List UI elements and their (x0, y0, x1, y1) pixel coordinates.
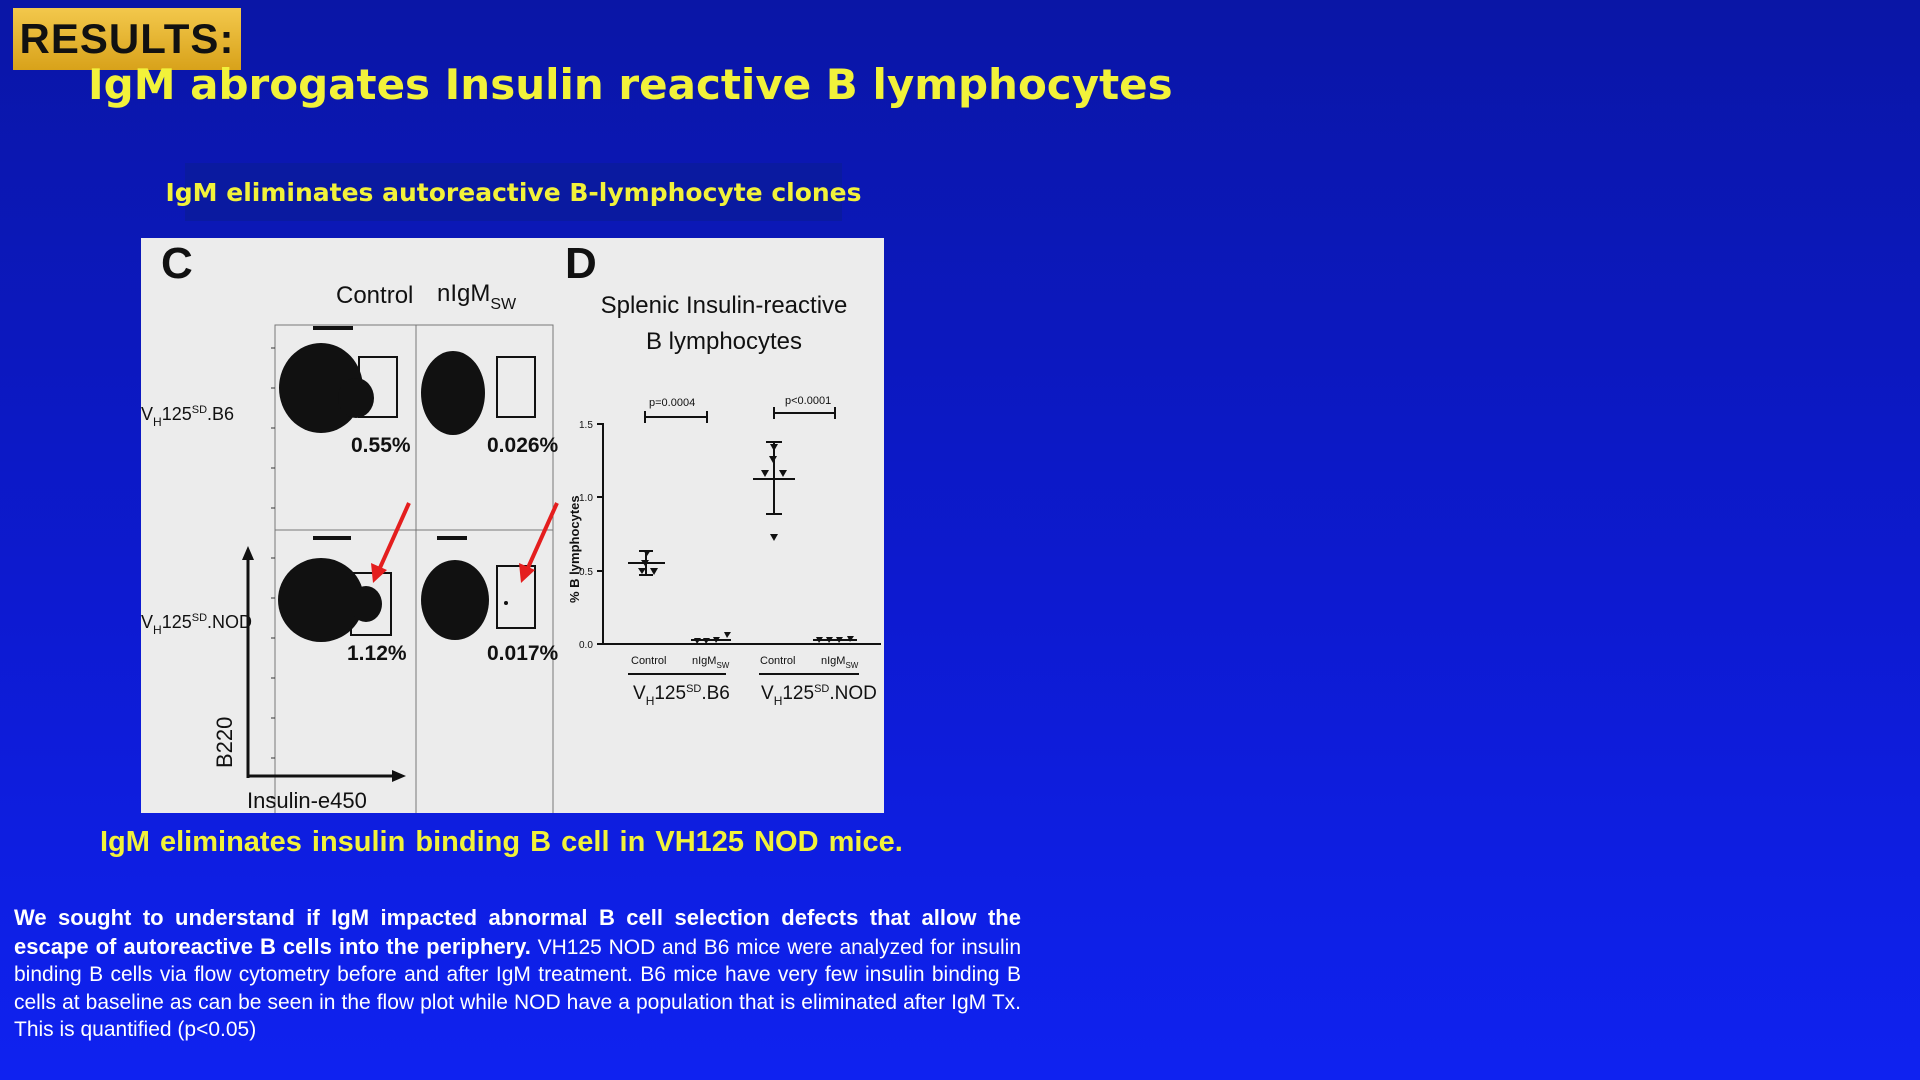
results-label: RESULTS: (19, 15, 235, 62)
cat-nigm-nod: nIgMSW (821, 655, 859, 670)
p-value-b6: p=0.0004 (649, 397, 695, 409)
sig-brackets (644, 407, 836, 423)
ytick-00: 0.0 (579, 640, 593, 651)
subtitle: IgM eliminates autoreactive B-lymphocyte… (165, 177, 862, 207)
panel-d-label: D (565, 239, 597, 288)
group-b6-label: VH125SD.B6 (633, 683, 730, 708)
body-regular-text: VH125 NOD and B6 mice were analyzed for … (14, 935, 1021, 1042)
col-nigm-label: nIgMSW (437, 280, 517, 313)
figure-caption: IgM eliminates insulin binding B cell in… (100, 826, 903, 858)
ytick-10: 1.0 (579, 493, 593, 504)
axis-x-insulin: Insulin-e450 (247, 788, 367, 813)
panel-c-label: C (161, 239, 193, 288)
pct-nod-control: 1.12% (347, 642, 407, 665)
panel-d-title-1: Splenic Insulin-reactive (601, 292, 848, 319)
flow-ticks (271, 347, 275, 799)
ytick-05: 0.5 (579, 567, 593, 578)
slide-title: IgM abrogates Insulin reactive B lymphoc… (88, 60, 1173, 109)
body-bold-text: We sought to understand if IgM impacted … (14, 905, 1021, 959)
cat-control-nod: Control (760, 655, 795, 667)
row-b6-label: VH125SD.B6 (141, 404, 234, 429)
p-value-nod: p<0.0001 (785, 395, 831, 407)
pct-nod-nigm: 0.017% (487, 642, 559, 665)
col-control-label: Control (336, 282, 413, 309)
cat-nigm-b6: nIgMSW (692, 655, 730, 670)
ytick-15: 1.5 (579, 420, 593, 431)
group-nod-label: VH125SD.NOD (761, 683, 877, 708)
panel-d-axes (597, 423, 881, 645)
axis-arrows (242, 546, 406, 782)
results-badge: RESULTS: (13, 8, 241, 70)
panel-d-title-2: B lymphocytes (646, 328, 802, 355)
flow-populations (278, 326, 508, 642)
panel-d-ylabel: % B lymphocytes (567, 495, 582, 603)
flow-gates (350, 356, 536, 636)
pct-b6-nigm: 0.026% (487, 434, 559, 457)
red-arrows (371, 502, 559, 583)
data-markers (628, 441, 857, 644)
subtitle-box: IgM eliminates autoreactive B-lymphocyte… (165, 163, 862, 221)
axis-y-b220: B220 (212, 717, 237, 768)
row-nod-label: VH125SD.NOD (141, 612, 252, 637)
body-paragraph: We sought to understand if IgM impacted … (14, 904, 1021, 1044)
figure-image: C Control nIgMSW VH125SD.B6 VH125SD.NOD (141, 238, 884, 813)
flow-plot-grid (274, 324, 554, 813)
cat-control-b6: Control (631, 655, 666, 667)
pct-b6-control: 0.55% (351, 434, 411, 457)
